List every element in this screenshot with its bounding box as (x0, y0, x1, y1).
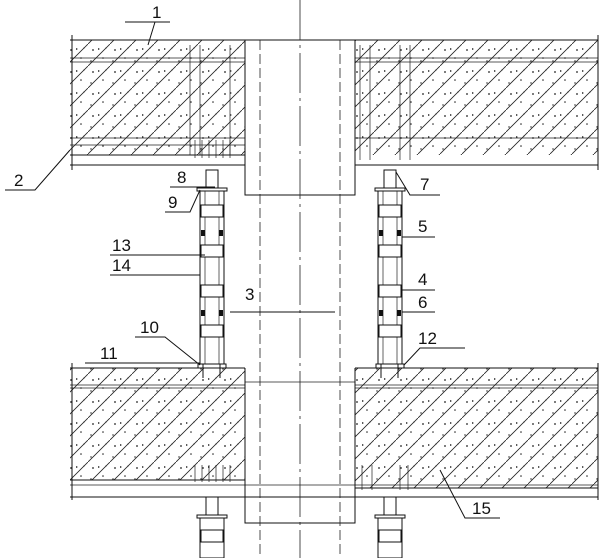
label-13: 13 (112, 236, 131, 255)
central-column (244, 0, 356, 558)
label-11: 11 (100, 344, 118, 363)
top-slab (70, 35, 599, 170)
leader-lines (5, 21, 500, 519)
label-6: 6 (418, 293, 427, 312)
label-4: 4 (418, 270, 427, 289)
label-1: 1 (152, 3, 161, 22)
label-9: 9 (168, 193, 177, 212)
label-5: 5 (418, 217, 427, 236)
lower-props (196, 496, 406, 558)
label-10: 10 (140, 318, 159, 337)
bottom-slab (70, 363, 599, 500)
label-8: 8 (177, 168, 186, 187)
label-3: 3 (245, 285, 254, 304)
label-12: 12 (418, 329, 437, 348)
label-14: 14 (112, 256, 131, 275)
label-2: 2 (14, 171, 23, 190)
label-7: 7 (420, 175, 429, 194)
left-prop (196, 169, 228, 378)
right-prop (374, 169, 406, 378)
label-15: 15 (472, 499, 491, 518)
